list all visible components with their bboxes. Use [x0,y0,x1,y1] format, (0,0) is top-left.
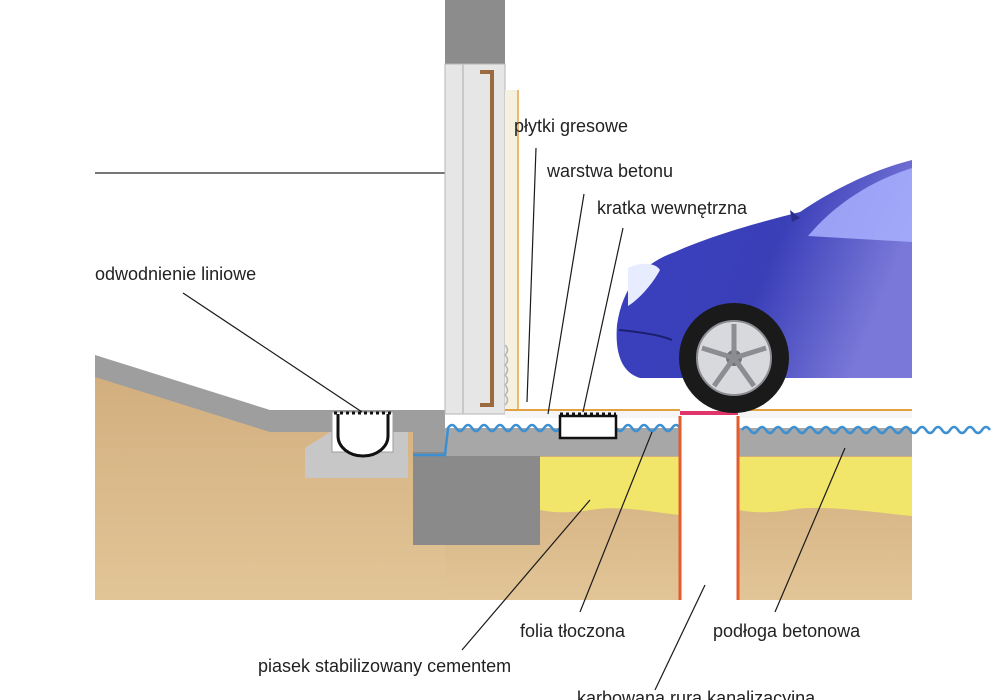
label-podloga-betonowa: podłoga betonowa [713,621,861,641]
label-plytki-gresowe: płytki gresowe [514,116,628,136]
car-window [808,168,912,242]
leader-rura [654,584,706,691]
foundation-footing [413,452,540,545]
label-rura: karbowana rura kanalizacyjna [577,688,816,700]
label-folia-tloczona: folia tłoczona [520,621,626,641]
car-grille [618,329,673,341]
wall-top-cap [445,0,505,64]
garage-slab-right [738,428,912,456]
car-wheel-spokes [701,324,767,388]
leader-kratka-wewnetrzna [582,227,624,413]
label-odwodnienie-liniowe: odwodnienie liniowe [95,264,256,284]
wall-slab-joint [413,432,445,452]
sewer-pipe [680,416,738,600]
membrane-right [740,425,992,435]
car [616,160,912,413]
wall-corrugation [503,344,509,406]
leader-podloga-betonowa [774,447,846,613]
drain-channel [336,414,390,458]
wall-facing [505,90,517,410]
label-kratka-wewnetrzna: kratka wewnętrzna [597,198,748,218]
sand-layer-right [738,457,912,516]
car-headlight [628,263,660,306]
leader-plytki-gresowe [526,147,537,403]
leader-piasek [461,499,591,651]
floor-tiles-right [738,410,912,418]
leader-warstwa-betonu [547,193,585,415]
wall [444,63,506,415]
wall-tile-strip [480,70,494,407]
car-mirror [790,210,800,222]
label-warstwa-betonu: warstwa betonu [546,161,673,181]
outside-soil [95,370,445,600]
leader-folia-tloczona [579,431,653,613]
sand-layer [540,457,680,515]
leader-odwodnienie-liniowe [182,292,363,413]
inner-grate-box [558,414,618,440]
label-piasek: piasek stabilizowany cementem [258,656,511,676]
